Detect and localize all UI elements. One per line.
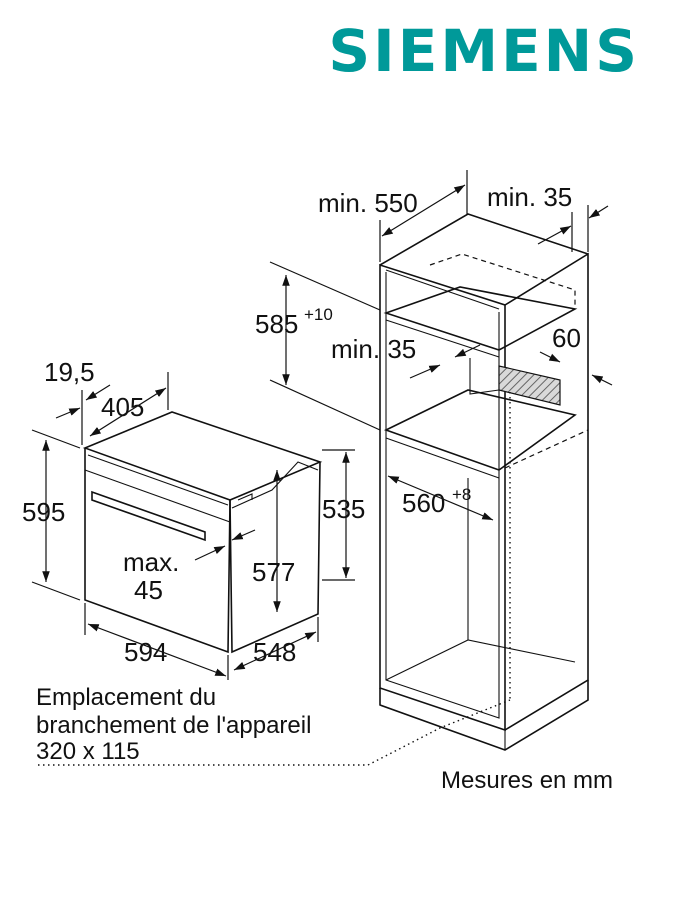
- dimension-labels: min. 550 min. 35 585 +10 min. 35 60 560 …: [22, 182, 581, 667]
- label-19-5: 19,5: [44, 357, 95, 387]
- upper-shelf-front: [385, 319, 500, 358]
- label-595: 595: [22, 497, 65, 527]
- connection-note: Emplacement du branchement de l'appareil…: [36, 684, 511, 766]
- cabinet-inner-edge: [385, 269, 500, 310]
- siemens-logo: SIEMENS: [328, 17, 640, 85]
- oven-drawing: [82, 411, 323, 654]
- oven-control-panel: [84, 469, 231, 523]
- label-585: 585: [255, 309, 298, 339]
- label-min-550: min. 550: [318, 188, 418, 218]
- label-594: 594: [124, 637, 167, 667]
- label-560-tolerance: +8: [452, 485, 471, 504]
- label-60: 60: [552, 323, 581, 353]
- connection-note-line1: Emplacement du: [36, 684, 216, 711]
- label-min-35-top: min. 35: [487, 182, 572, 212]
- label-577: 577: [252, 557, 295, 587]
- oven-top: [82, 411, 323, 501]
- cabinet-drawing: [379, 213, 589, 751]
- label-405: 405: [101, 392, 144, 422]
- ventilation-opening: [498, 365, 561, 406]
- label-560: 560: [402, 488, 445, 518]
- cabinet-top: [379, 213, 589, 266]
- connection-leader-line: [38, 699, 511, 766]
- dimension-lines: [31, 170, 613, 680]
- cabinet-side-panel: [504, 252, 589, 731]
- connection-note-line2: branchement de l'appareil: [36, 712, 311, 739]
- units-note: Mesures en mm: [441, 767, 613, 794]
- rear-panel: [469, 358, 500, 395]
- niche-floor-hidden: [504, 429, 589, 469]
- lower-floor: [385, 639, 576, 681]
- cabinet-inner-frame: [385, 272, 500, 719]
- niche-floor-front: [385, 437, 500, 479]
- label-min-35-mid: min. 35: [331, 334, 416, 364]
- label-max: max.: [123, 547, 179, 577]
- label-585-tolerance: +10: [304, 305, 333, 324]
- oven-trim-detail: [237, 493, 253, 501]
- label-45: 45: [134, 575, 163, 605]
- label-548: 548: [253, 637, 296, 667]
- label-535: 535: [322, 494, 365, 524]
- oven-panel-edge: [87, 454, 229, 506]
- connection-note-line3: 320 x 115: [36, 738, 140, 765]
- cabinet-plinth: [379, 680, 589, 751]
- upper-hidden-edge: [429, 253, 576, 309]
- oven-handle: [91, 490, 206, 542]
- niche-floor: [383, 389, 577, 471]
